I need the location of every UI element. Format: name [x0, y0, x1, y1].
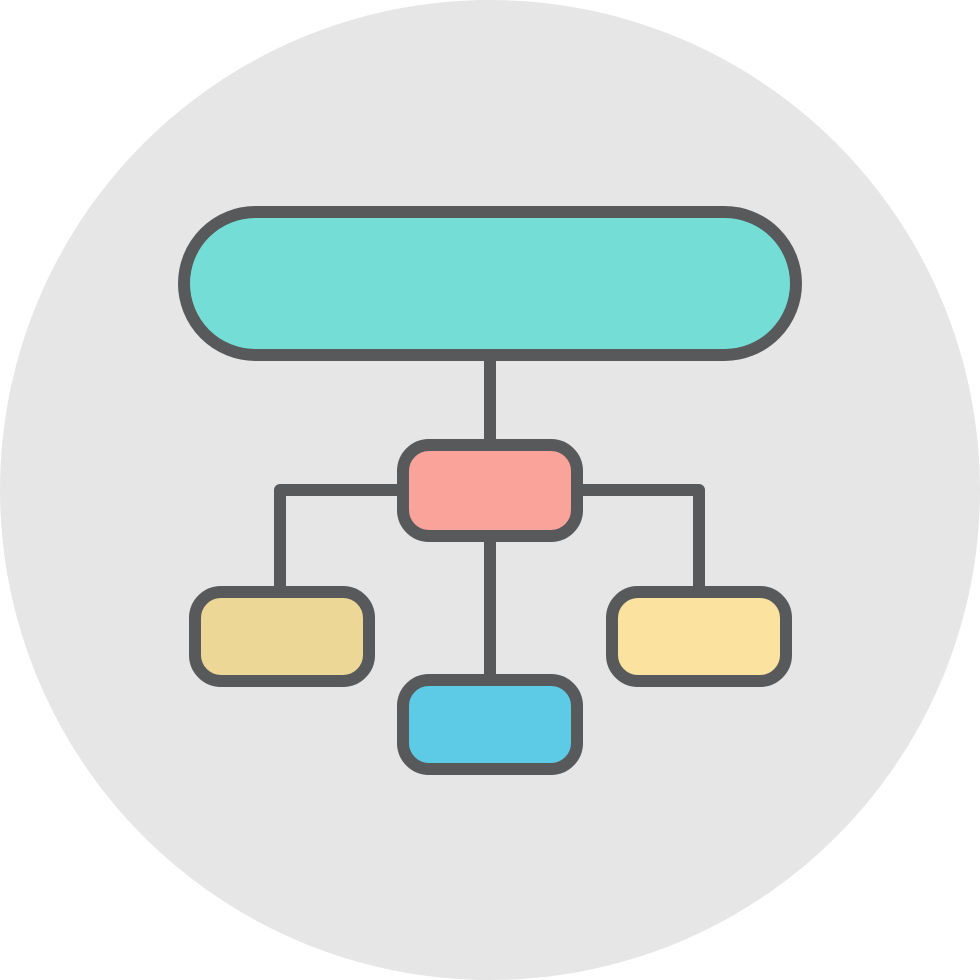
left-child-node — [189, 586, 375, 687]
connector-lines — [274, 349, 705, 686]
right-connector-line — [571, 484, 705, 598]
hierarchy-nodes — [178, 206, 802, 775]
right-child-node — [606, 586, 792, 687]
middle-node — [397, 439, 583, 542]
left-connector-line — [274, 484, 409, 598]
top-level-node — [178, 206, 802, 361]
center-child-node — [397, 674, 583, 775]
